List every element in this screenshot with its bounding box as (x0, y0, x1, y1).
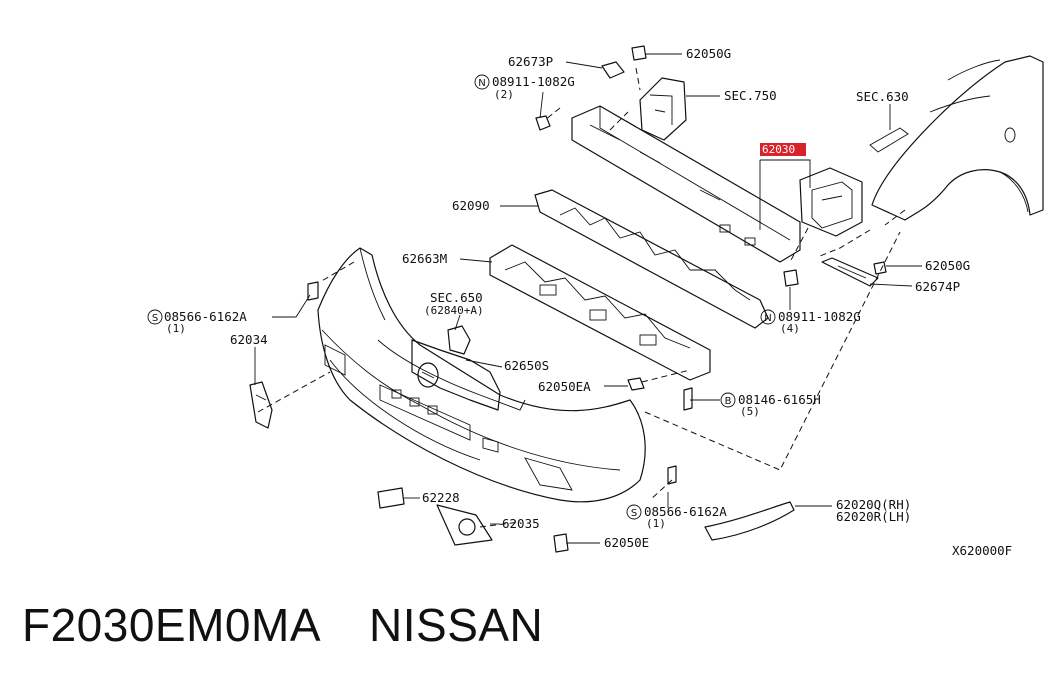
side-moulding-62020 (704, 501, 795, 541)
cover-62228 (377, 487, 405, 509)
label-08911-top-qty: (2) (494, 88, 514, 101)
fastener-62050G-right (873, 261, 887, 275)
front-grille-62650S (411, 339, 501, 411)
label-62030-highlight[interactable]: 62030 (762, 143, 795, 156)
leader-lines (254, 53, 922, 544)
circle-n-icon (474, 74, 490, 90)
circle-n-icon-right (760, 309, 776, 325)
screw-08566-left (307, 281, 319, 301)
circle-b-icon (720, 392, 736, 408)
highlight-62030-box[interactable] (760, 143, 806, 156)
nut-08911-top (535, 115, 551, 131)
circle-s-icon-left (147, 309, 163, 325)
label-08911-right[interactable]: 08911-1082G (778, 309, 861, 324)
energy-absorber-62090 (534, 189, 769, 329)
label-08566-bottom[interactable]: 08566-6162A (644, 504, 727, 519)
label-08566-bottom-qty: (1) (646, 517, 666, 530)
label-08146[interactable]: 08146-6165H (738, 392, 821, 407)
clip-62050EA (627, 377, 645, 391)
footer-part-number: F2030EM0MA (22, 599, 322, 651)
label-62050G-top[interactable]: 62050G (686, 46, 731, 61)
footer-caption: F2030EM0MA NISSAN (22, 598, 543, 652)
circle-n-letter: N (478, 78, 485, 89)
label-62673P[interactable]: 62673P (508, 54, 553, 69)
label-62050E[interactable]: 62050E (604, 535, 649, 550)
label-62050EA[interactable]: 62050EA (538, 379, 591, 394)
part-labels: 62673P 62050G N 08911-1082G (2) SEC.750 … (147, 46, 1012, 558)
circle-s-letter-bottom: S (631, 508, 637, 519)
label-62663M[interactable]: 62663M (402, 251, 447, 266)
label-62035[interactable]: 62035 (502, 516, 540, 531)
label-sec650-ref: (62840+A) (424, 304, 484, 317)
label-08911-right-qty: (4) (780, 322, 800, 335)
circle-s-icon-bottom (626, 504, 642, 520)
label-62228[interactable]: 62228 (422, 490, 460, 505)
clip-62050E (553, 533, 569, 553)
assembly-lines (257, 67, 906, 528)
clip-62673P (601, 61, 625, 79)
label-62034[interactable]: 62034 (230, 332, 268, 347)
fender-outline (869, 55, 1044, 221)
side-bracket-62034 (249, 381, 273, 429)
fastener-62050G-top (631, 45, 647, 61)
nut-08911-right (783, 269, 799, 287)
fog-lamp-cover-62035 (436, 504, 493, 546)
circle-s-letter-left: S (152, 313, 158, 324)
bumper-reinforcement-beam (571, 105, 801, 263)
label-08146-qty: (5) (740, 405, 760, 418)
label-62050G-right[interactable]: 62050G (925, 258, 970, 273)
circle-b-letter: B (725, 396, 732, 407)
label-08566-left-qty: (1) (166, 322, 186, 335)
circle-n-letter-right: N (764, 313, 771, 324)
label-62020R[interactable]: 62020R(LH) (836, 509, 911, 524)
screw-08566-bottom (667, 465, 677, 485)
front-bumper-fascia (317, 247, 646, 503)
label-08911-top[interactable]: 08911-1082G (492, 74, 575, 89)
sec650-bracket (447, 325, 471, 355)
label-sec750[interactable]: SEC.750 (724, 88, 777, 103)
label-sec630[interactable]: SEC.630 (856, 89, 909, 104)
sec750-bracket (639, 77, 687, 141)
label-08566-left[interactable]: 08566-6162A (164, 309, 247, 324)
label-sec650[interactable]: SEC.650 (430, 290, 483, 305)
bolt-08146 (683, 387, 693, 411)
side-bracket (799, 167, 863, 237)
label-62090[interactable]: 62090 (452, 198, 490, 213)
lower-absorber-62663M (489, 244, 711, 381)
label-62020Q[interactable]: 62020Q(RH) (836, 497, 911, 512)
footer-brand: NISSAN (369, 599, 544, 651)
figure-code: X620000F (952, 543, 1012, 558)
label-62650S[interactable]: 62650S (504, 358, 549, 373)
label-62674P[interactable]: 62674P (915, 279, 960, 294)
bracket-62674P (821, 257, 879, 287)
